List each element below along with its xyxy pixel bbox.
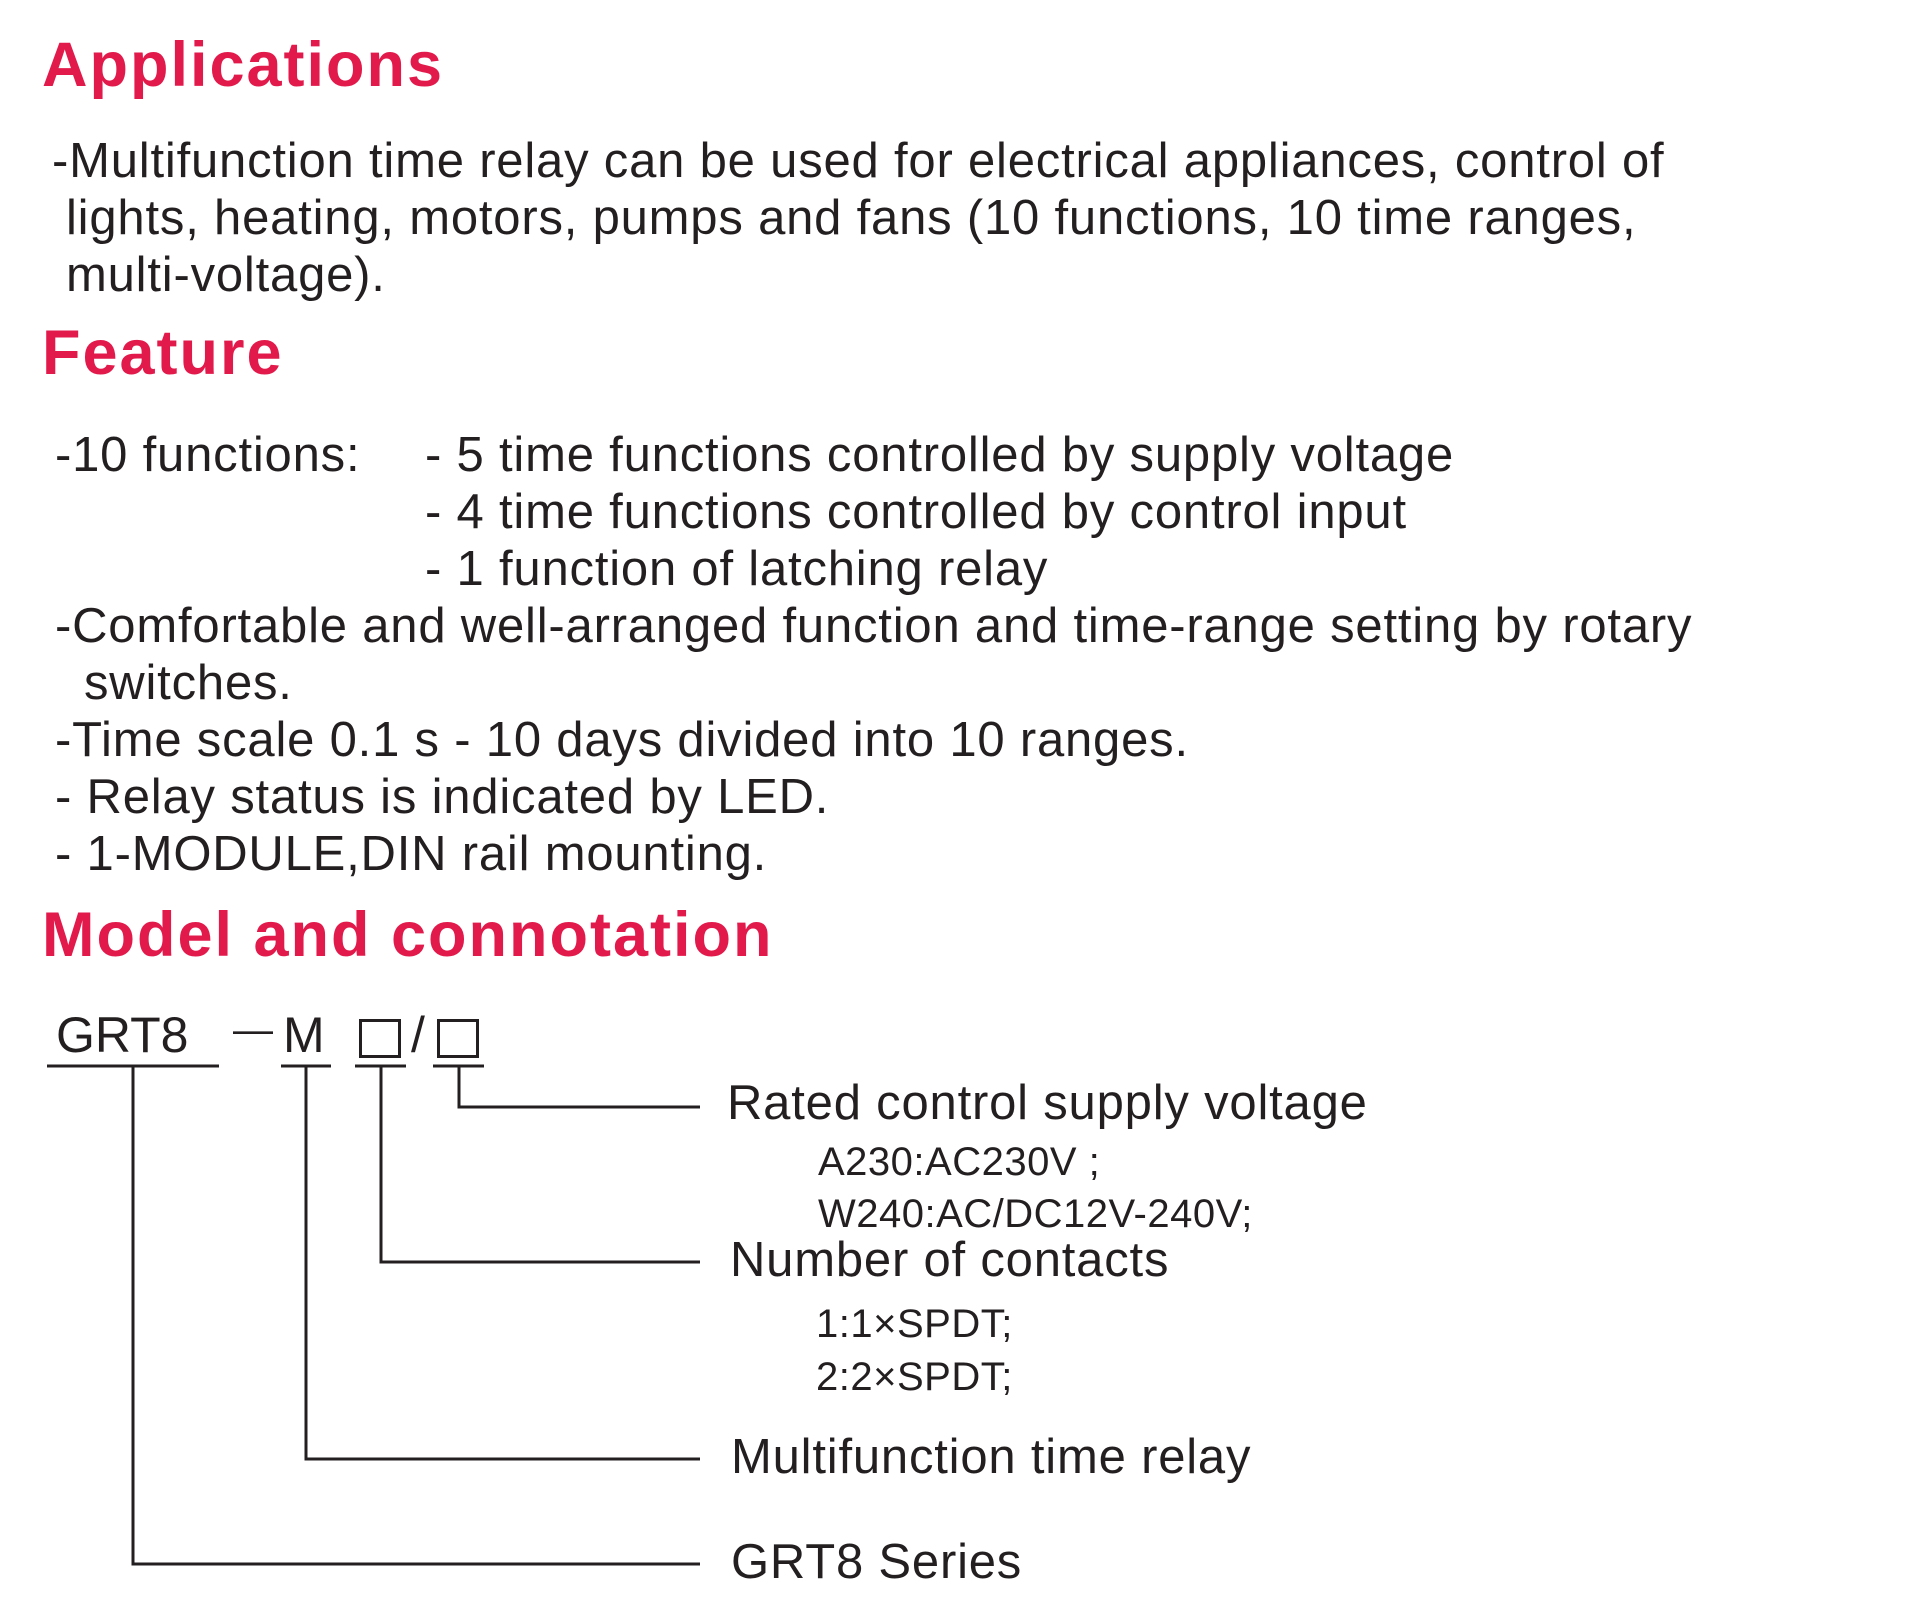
contacts-field-label: Number of contacts	[730, 1233, 1170, 1287]
applications-heading: Applications	[42, 30, 445, 100]
code-separator: /	[411, 1007, 425, 1063]
contacts-option: 1:1×SPDT;	[816, 1302, 1013, 1346]
code-series: GRT8	[56, 1007, 189, 1063]
applications-line: multi-voltage).	[66, 248, 386, 302]
function-item: - 4 time functions controlled by control…	[425, 485, 1407, 539]
feature-item: - 1-MODULE,DIN rail mounting.	[55, 827, 768, 881]
functions-label: -10 functions:	[55, 428, 361, 482]
feature-item: -Comfortable and well-arranged function …	[55, 599, 1693, 653]
contacts-option: 2:2×SPDT;	[816, 1355, 1013, 1399]
voltage-option: A230:AC230V ;	[818, 1140, 1101, 1184]
contacts-placeholder-box	[359, 1019, 401, 1058]
feature-heading: Feature	[42, 318, 284, 388]
applications-line: lights, heating, motors, pumps and fans …	[66, 191, 1637, 245]
function-item: - 5 time functions controlled by supply …	[425, 428, 1455, 482]
feature-item: switches.	[84, 656, 293, 710]
function-item: - 1 function of latching relay	[425, 542, 1049, 596]
code-dash: —	[233, 1008, 273, 1052]
feature-item: - Relay status is indicated by LED.	[55, 770, 830, 824]
voltage-placeholder-box	[437, 1019, 479, 1058]
voltage-option: W240:AC/DC12V-240V;	[818, 1192, 1253, 1236]
applications-line: -Multifunction time relay can be used fo…	[52, 134, 1665, 188]
series-field-label: GRT8 Series	[731, 1535, 1023, 1589]
voltage-field-label: Rated control supply voltage	[727, 1076, 1368, 1130]
code-type: M	[283, 1007, 325, 1063]
type-field-label: Multifunction time relay	[731, 1430, 1252, 1484]
feature-item: -Time scale 0.1 s - 10 days divided into…	[55, 713, 1189, 767]
model-heading: Model and connotation	[42, 900, 774, 970]
